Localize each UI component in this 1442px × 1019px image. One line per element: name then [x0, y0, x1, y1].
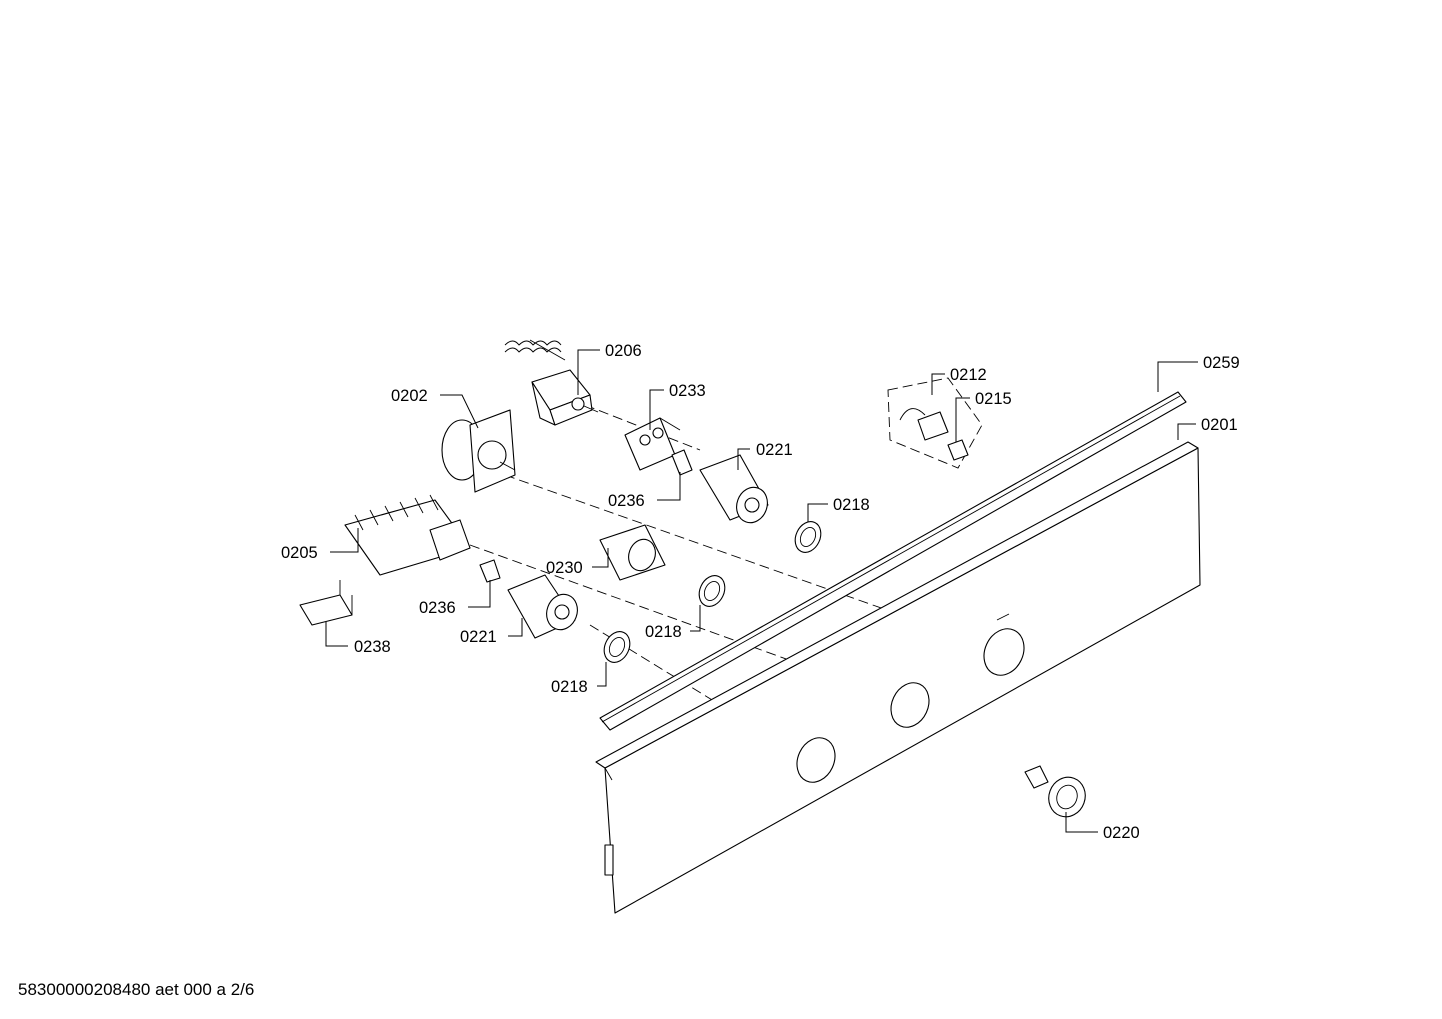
svg-text:0215: 0215 [975, 390, 1012, 408]
svg-text:0230: 0230 [546, 559, 583, 577]
shaft-extension-0236-upper [671, 449, 693, 476]
callout-0215: 0215 [955, 390, 1012, 442]
ring-0218-c [603, 631, 631, 663]
timer-0202 [441, 409, 516, 493]
svg-text:0212: 0212 [950, 366, 987, 384]
ring-0218-a [794, 521, 822, 553]
switch-0221-lower [507, 574, 578, 639]
callout-0220: 0220 [1065, 812, 1140, 842]
callout-0218a: 0218 [807, 496, 870, 522]
svg-text:0205: 0205 [281, 544, 318, 562]
callout-0259: 0259 [1157, 354, 1240, 392]
shaft-extension-0236-lower [479, 559, 501, 583]
bracket-0233 [624, 417, 681, 471]
svg-text:0236: 0236 [419, 599, 456, 617]
callout-0205: 0205 [281, 528, 359, 562]
ring-0218-b [698, 575, 726, 607]
svg-text:0259: 0259 [1203, 354, 1240, 372]
svg-text:0220: 0220 [1103, 824, 1140, 842]
svg-text:0206: 0206 [605, 342, 642, 360]
callout-0201: 0201 [1177, 416, 1238, 440]
svg-text:0236: 0236 [608, 492, 645, 510]
connector-0215 [947, 439, 969, 461]
svg-text:0221: 0221 [460, 628, 497, 646]
callout-0238: 0238 [325, 622, 391, 656]
svg-text:0202: 0202 [391, 387, 428, 405]
callout-0202: 0202 [391, 387, 479, 429]
control-panel-0201 [595, 441, 1201, 914]
electronics-module-0212 [887, 377, 983, 469]
callout-0233: 0233 [649, 382, 706, 430]
callout-0206: 0206 [577, 342, 642, 395]
svg-text:0201: 0201 [1201, 416, 1238, 434]
thermostat-0206 [504, 339, 599, 426]
callout-0230: 0230 [546, 548, 609, 577]
selector-switch-0205 [344, 494, 471, 576]
callout-0236b: 0236 [419, 580, 491, 617]
svg-text:0221: 0221 [756, 441, 793, 459]
callout-0221b: 0221 [460, 618, 523, 646]
svg-text:0233: 0233 [669, 382, 706, 400]
housing-0230 [599, 524, 666, 581]
callout-0221a: 0221 [737, 441, 793, 470]
svg-text:0218: 0218 [645, 623, 682, 641]
svg-text:0218: 0218 [833, 496, 870, 514]
drawing-reference-code: 58300000208480 aet 000 a 2/6 [18, 980, 255, 999]
callout-0218c: 0218 [551, 662, 607, 696]
callout-0236a: 0236 [608, 472, 681, 510]
trim-strip-0259 [599, 391, 1187, 731]
svg-text:0238: 0238 [354, 638, 391, 656]
callout-0218b: 0218 [645, 605, 701, 641]
bracket-0238 [299, 580, 353, 626]
svg-text:0218: 0218 [551, 678, 588, 696]
switch-0221-upper [699, 454, 769, 524]
callouts: 0206 0202 0233 0221 0236 0218 0205 0230 [281, 342, 1240, 842]
callout-0212: 0212 [931, 366, 987, 395]
knob-0220 [1024, 765, 1086, 818]
